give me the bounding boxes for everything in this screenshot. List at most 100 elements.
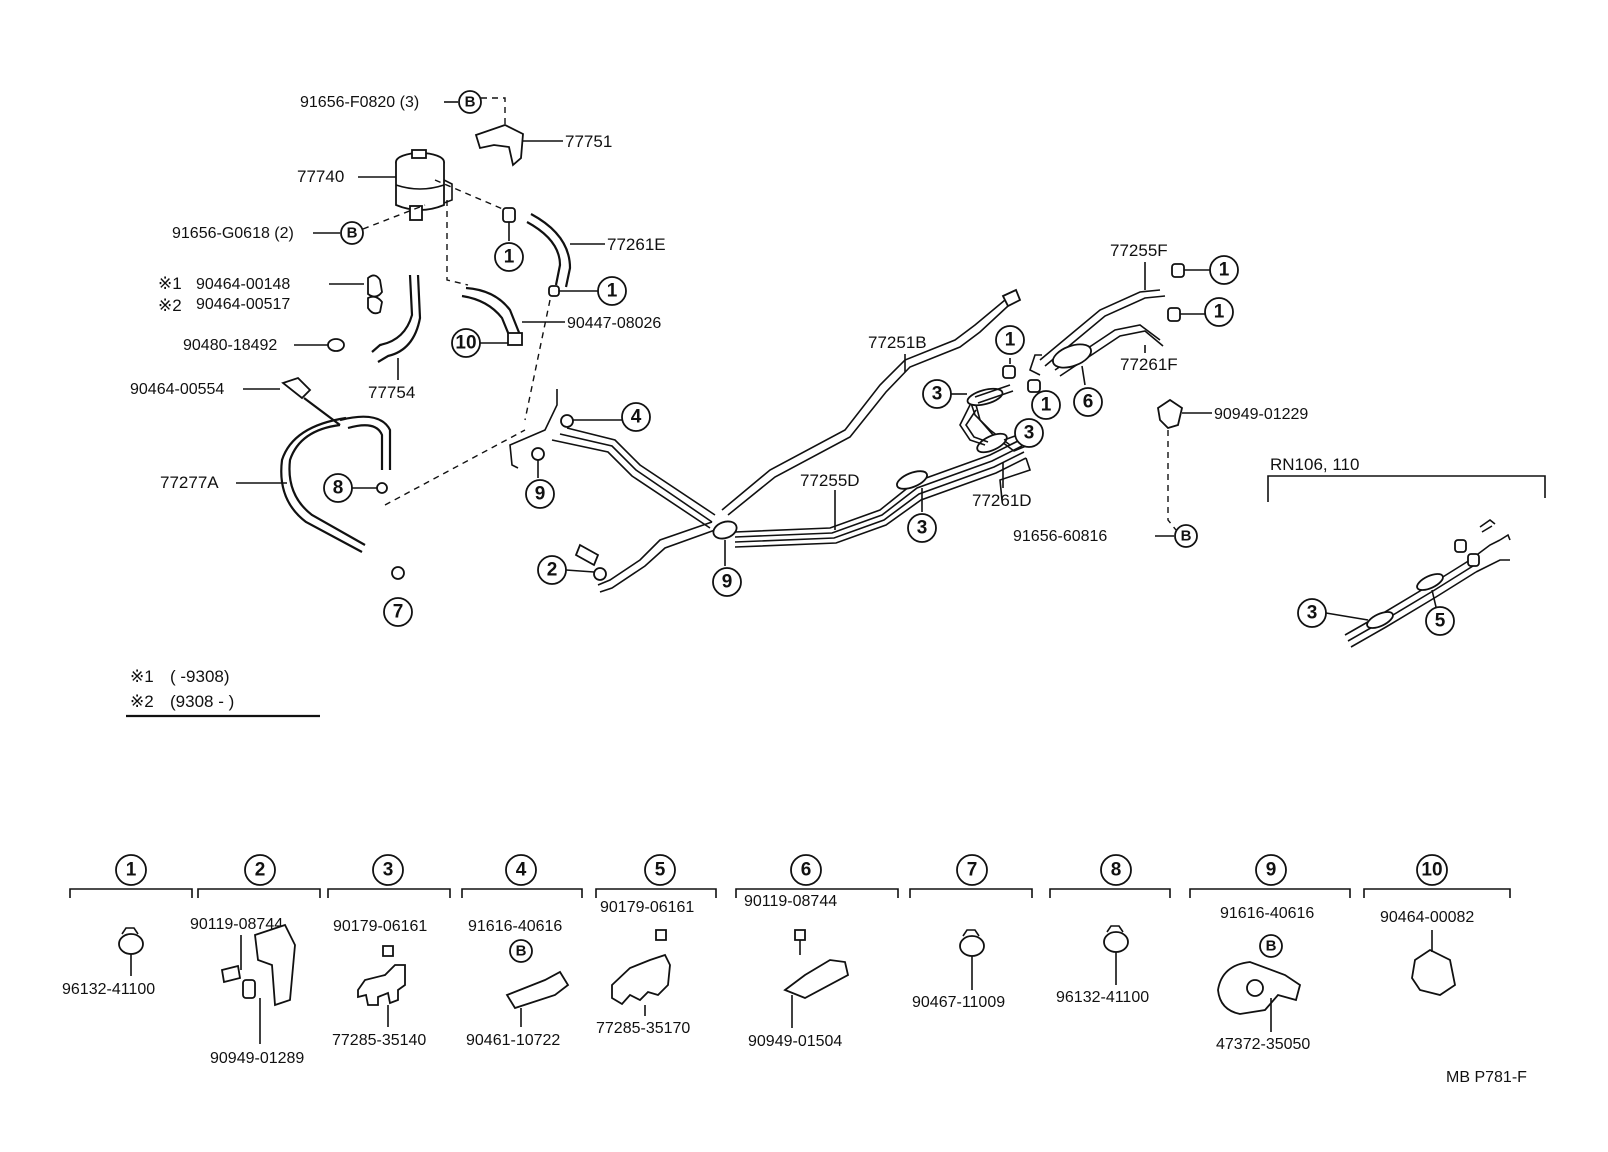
- panel-part-number: 90949-01289: [210, 1050, 304, 1067]
- panel-part-sketch-3[interactable]: [357, 945, 406, 1027]
- panel-part-number: 96132-41100: [62, 981, 155, 998]
- fitting-2[interactable]: [574, 543, 600, 567]
- label-90447-08026: 90447-08026: [567, 315, 661, 332]
- panel-callout-9[interactable]: [1255, 854, 1287, 886]
- label-90464-00148: 90464-00148: [196, 276, 290, 293]
- clamp-9[interactable]: [711, 518, 739, 541]
- fitting-77251B[interactable]: [1001, 288, 1022, 308]
- label-90464-00554: 90464-00554: [130, 381, 224, 398]
- clip-90464-00554[interactable]: [281, 376, 312, 400]
- panel-callout-5[interactable]: [644, 854, 676, 886]
- bolt-b-mark: B: [1181, 528, 1192, 545]
- label-91656-F0820: 91656-F0820 (3): [300, 94, 419, 111]
- panel-part-sketch-8[interactable]: [1103, 925, 1129, 985]
- callout-1-num: 1: [1041, 395, 1052, 416]
- callout-5-num: 5: [1435, 611, 1446, 632]
- panel-callout-num: 1: [126, 860, 137, 881]
- detail-panel-1: 1 96132-41100: [62, 854, 193, 998]
- panel-callout-7[interactable]: [956, 854, 988, 886]
- callout-1[interactable]: [1209, 255, 1239, 285]
- reservoir-77740[interactable]: [395, 149, 453, 221]
- panel-bracket: [735, 888, 899, 898]
- bolt-b-callout[interactable]: [1174, 524, 1198, 548]
- clip-90464-00148[interactable]: [367, 274, 383, 298]
- svg-text:B: B: [516, 943, 527, 960]
- clip-90464-00517[interactable]: [367, 295, 383, 315]
- clamp-3[interactable]: [975, 430, 1010, 456]
- clamp-1[interactable]: [1167, 307, 1181, 322]
- panel-callout-1[interactable]: [115, 854, 147, 886]
- bracket-90949-01229[interactable]: [1157, 398, 1184, 430]
- callout-9-num: 9: [535, 484, 546, 505]
- callout-10-num: 10: [455, 333, 476, 354]
- panel-part-sketch-7[interactable]: [959, 929, 985, 990]
- panel-part-number: 90179-06161: [333, 918, 427, 935]
- callout-7[interactable]: [383, 597, 413, 627]
- panel-callout-3[interactable]: [372, 854, 404, 886]
- callout-4[interactable]: [621, 402, 651, 432]
- legend-mark-1: ※1: [130, 667, 154, 686]
- callout-3[interactable]: [1014, 418, 1044, 448]
- clamp-1[interactable]: [548, 285, 560, 297]
- panel-part-sketch-6[interactable]: [783, 929, 850, 1028]
- clamp-1[interactable]: [502, 207, 516, 223]
- clamp-3[interactable]: [966, 386, 1004, 409]
- panel-part-sketch-9[interactable]: B: [1217, 934, 1302, 1032]
- panel-callout-8[interactable]: [1100, 854, 1132, 886]
- figure-code: MB P781-F: [1446, 1069, 1527, 1086]
- note-mark-1: ※1: [158, 274, 182, 293]
- callout-6[interactable]: [1073, 387, 1103, 417]
- label-77751: 77751: [565, 132, 612, 151]
- panel-callout-6[interactable]: [790, 854, 822, 886]
- panel-callout-2[interactable]: [244, 854, 276, 886]
- clamp-1[interactable]: [1002, 365, 1016, 379]
- panel-callout-10[interactable]: [1416, 854, 1448, 886]
- callout-9[interactable]: [712, 567, 742, 597]
- panel-part-sketch-4[interactable]: B: [505, 939, 570, 1027]
- bolt-b-callout[interactable]: [458, 90, 482, 114]
- grommet-90480-18492[interactable]: [327, 338, 345, 352]
- callout-5[interactable]: [1425, 606, 1455, 636]
- callout-1[interactable]: [1204, 297, 1234, 327]
- callout-1-num: 1: [1005, 330, 1016, 351]
- clamp-7[interactable]: [391, 566, 405, 580]
- panel-callout-num: 8: [1111, 860, 1122, 881]
- panel-bracket: [461, 888, 583, 898]
- callout-3[interactable]: [907, 513, 937, 543]
- svg-text:B: B: [1266, 938, 1277, 955]
- callout-9[interactable]: [525, 479, 555, 509]
- clamp-3[interactable]: [895, 468, 930, 493]
- panel-part-sketch-10[interactable]: [1411, 930, 1457, 996]
- clamp-6[interactable]: [1050, 340, 1094, 372]
- callout-8-num: 8: [333, 478, 344, 499]
- clamp-5[interactable]: [1415, 571, 1445, 594]
- panel-callout-num: 4: [516, 860, 527, 881]
- callout-1[interactable]: [597, 276, 627, 306]
- callout-1[interactable]: [494, 242, 524, 272]
- bracket-77751[interactable]: [474, 124, 524, 167]
- clamp-3[interactable]: [1365, 609, 1395, 632]
- panel-bracket: [69, 888, 193, 898]
- callout-1-num: 1: [1219, 260, 1230, 281]
- panel-part-sketch-5[interactable]: [611, 929, 671, 1016]
- panel-part-sketch-2[interactable]: [220, 923, 296, 1044]
- callout-1[interactable]: [1031, 390, 1061, 420]
- label-91656-G0618: 91656-G0618 (2): [172, 225, 294, 242]
- panel-part-sketch-1[interactable]: [118, 927, 144, 976]
- callout-1-num: 1: [1214, 302, 1225, 323]
- clamp-1[interactable]: [1027, 379, 1041, 393]
- panel-callout-num: 5: [655, 860, 666, 881]
- label-77255D: 77255D: [800, 471, 860, 490]
- bolt-b-callout[interactable]: [340, 221, 364, 245]
- panel-callout-4[interactable]: [505, 854, 537, 886]
- clamp-1[interactable]: [1171, 263, 1185, 278]
- clamp-8[interactable]: [376, 482, 388, 494]
- joint-2: [593, 567, 607, 581]
- panel-callout-num: 2: [255, 860, 266, 881]
- label-91656-60816: 91656-60816: [1013, 528, 1107, 545]
- callout-1[interactable]: [995, 325, 1025, 355]
